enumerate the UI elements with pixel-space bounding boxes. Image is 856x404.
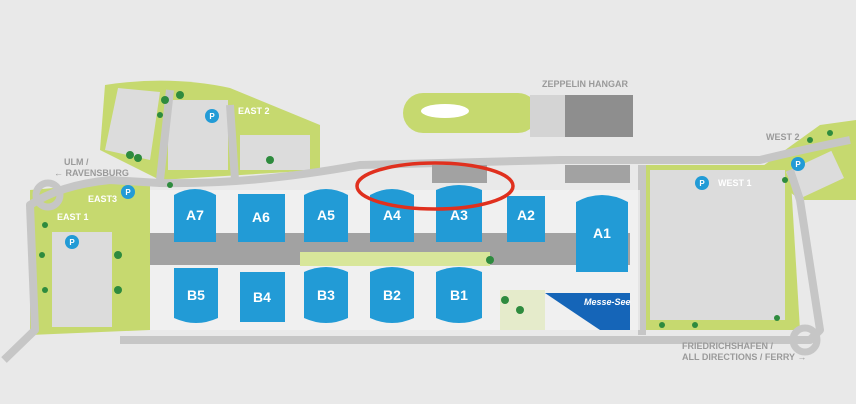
parking-icon-east1[interactable]: P bbox=[65, 235, 79, 249]
east3-label: EAST3 bbox=[88, 194, 117, 204]
svg-text:P: P bbox=[209, 112, 215, 121]
ravensburg-label: ← RAVENSBURG bbox=[54, 168, 129, 178]
svg-text:A3: A3 bbox=[450, 207, 468, 223]
messe-see-lake: Messe-See bbox=[545, 293, 631, 330]
hall-a2[interactable]: A2 bbox=[507, 196, 545, 242]
svg-text:A7: A7 bbox=[186, 207, 204, 223]
svg-text:B3: B3 bbox=[317, 287, 335, 303]
lake-label: Messe-See bbox=[584, 297, 631, 307]
trees bbox=[39, 91, 833, 328]
east1-label: EAST 1 bbox=[57, 212, 89, 222]
hall-b3[interactable]: B3 bbox=[304, 267, 348, 323]
hall-a7[interactable]: A7 bbox=[174, 189, 216, 242]
west1-label: WEST 1 bbox=[718, 178, 752, 188]
west2-label: WEST 2 bbox=[766, 132, 800, 142]
svg-text:B5: B5 bbox=[187, 287, 205, 303]
svg-text:A2: A2 bbox=[517, 207, 535, 223]
zeppelin-icon bbox=[421, 104, 469, 118]
svg-text:B1: B1 bbox=[450, 287, 468, 303]
parking-icon-east3[interactable]: P bbox=[121, 185, 135, 199]
directions-ferry-label: ALL DIRECTIONS / FERRY → bbox=[682, 352, 806, 362]
svg-text:A6: A6 bbox=[252, 209, 270, 225]
hall-b2[interactable]: B2 bbox=[370, 267, 414, 323]
zeppelin-hangar: ZEPPELIN HANGAR bbox=[421, 79, 633, 137]
hall-a1[interactable]: A1 bbox=[576, 195, 628, 272]
parking-icon-east2[interactable]: P bbox=[205, 109, 219, 123]
ulm-label: ULM / bbox=[64, 157, 89, 167]
svg-text:A5: A5 bbox=[317, 207, 335, 223]
hall-a4[interactable]: A4 bbox=[370, 189, 414, 242]
hall-a5[interactable]: A5 bbox=[304, 189, 348, 242]
zeppelin-hangar-label: ZEPPELIN HANGAR bbox=[542, 79, 629, 89]
svg-text:A1: A1 bbox=[593, 225, 611, 241]
roads bbox=[1, 89, 851, 363]
hall-b1[interactable]: B1 bbox=[436, 267, 482, 323]
svg-text:P: P bbox=[69, 238, 75, 247]
friedrichshafen-label: FRIEDRICHSHAFEN / bbox=[682, 341, 774, 351]
highlight-ellipse bbox=[355, 161, 515, 211]
svg-text:P: P bbox=[795, 160, 801, 169]
parking-icon-west1[interactable]: P bbox=[695, 176, 709, 190]
svg-text:B2: B2 bbox=[383, 287, 401, 303]
east2-label: EAST 2 bbox=[238, 106, 270, 116]
hall-b4[interactable]: B4 bbox=[240, 272, 285, 322]
svg-text:B4: B4 bbox=[253, 289, 271, 305]
hall-a6[interactable]: A6 bbox=[238, 194, 285, 242]
hall-b5[interactable]: B5 bbox=[174, 268, 218, 323]
parking-icon-west2[interactable]: P bbox=[791, 157, 805, 171]
svg-text:P: P bbox=[125, 188, 131, 197]
svg-text:P: P bbox=[699, 179, 705, 188]
svg-text:A4: A4 bbox=[383, 207, 401, 223]
hall-a3[interactable]: A3 bbox=[436, 185, 482, 242]
parking-lots bbox=[52, 88, 844, 327]
